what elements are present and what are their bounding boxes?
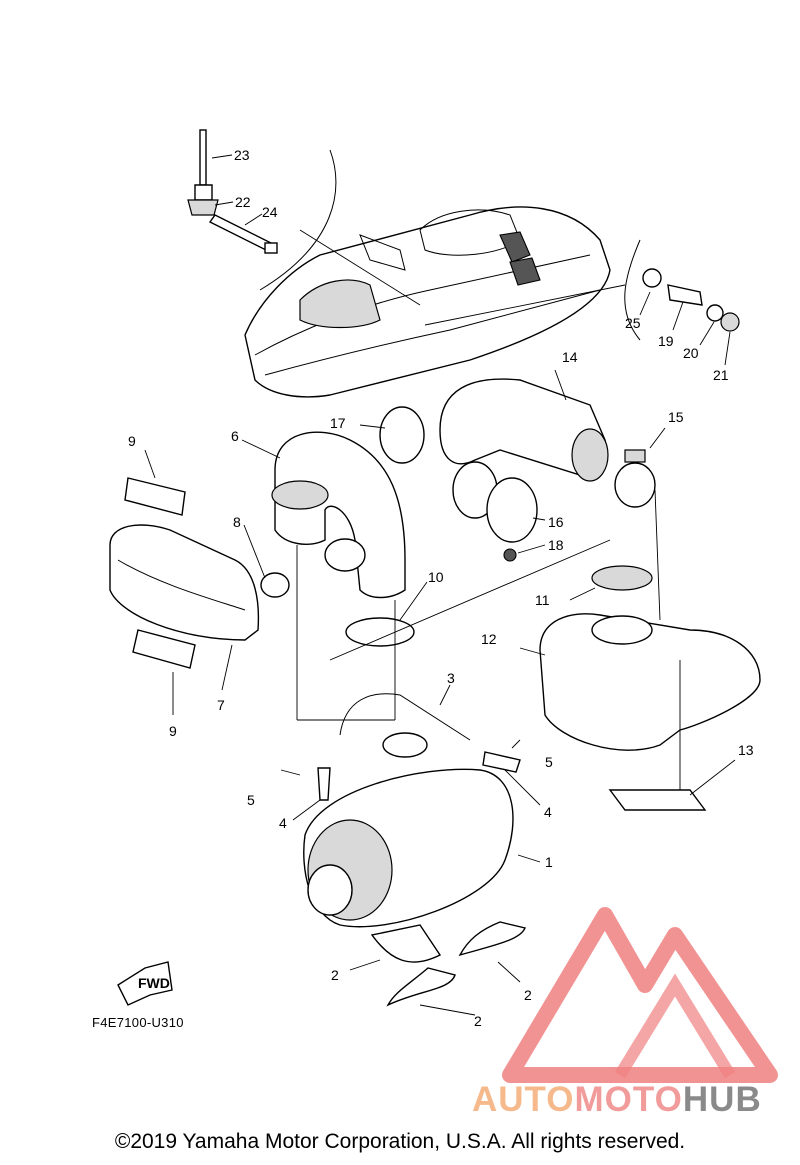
copyright-notice: ©2019 Yamaha Motor Corporation, U.S.A. A… [114,1130,686,1153]
callout-23: 23 [234,147,250,163]
callout-7: 7 [217,697,225,713]
drawing-code: F4E7100-U310 [92,1015,184,1030]
forward-arrow-icon: FWD [117,961,173,1006]
callout-18: 18 [548,537,564,553]
air-box-assembly [109,449,260,715]
silencer-assembly [280,684,541,928]
callout-15: 15 [668,409,684,425]
assembly-guide-lines [296,489,681,790]
callout-3: 3 [447,670,455,686]
callout-17: 17 [330,415,346,431]
callout-2-bottom: 2 [474,1013,482,1029]
callout-9-bottom: 9 [169,723,177,739]
callout-1: 1 [545,854,553,870]
callout-16: 16 [548,514,564,530]
chamber-assembly [519,565,761,811]
callout-21: 21 [713,367,729,383]
callout-22: 22 [235,194,251,210]
callout-11: 11 [535,592,550,608]
callout-19: 19 [658,333,674,349]
callout-14: 14 [562,349,578,365]
watermark-part-3: HUB [682,1080,762,1119]
front-duct-assembly [241,431,428,647]
callout-24: 24 [262,204,278,220]
watermark-part-1: AUTO [472,1080,575,1119]
callout-5-right: 5 [545,754,553,770]
watermark-part-2: MOTO [574,1080,683,1119]
fastener-detail-group [187,129,421,306]
rear-duct-assembly [359,369,666,562]
watercraft-illustration [244,206,611,398]
callout-25: 25 [625,315,641,331]
watermark-logo-icon [502,907,778,1083]
callout-4-left: 4 [279,815,287,831]
callout-2-right: 2 [524,987,532,1003]
protector-pads [349,921,526,1016]
callout-10: 10 [428,569,444,585]
callout-20: 20 [683,345,699,361]
callout-13: 13 [738,742,754,758]
fwd-label: FWD [138,975,170,991]
callout-8: 8 [233,514,241,530]
callout-9-top: 9 [128,433,136,449]
watermark-text: AUTOMOTOHUB [472,1080,762,1120]
callout-12: 12 [481,631,497,647]
callout-2-left: 2 [331,967,339,983]
fitting-detail-group [424,239,740,366]
callout-5-left: 5 [247,792,255,808]
callout-4-right: 4 [544,804,552,820]
callout-6: 6 [231,428,239,444]
